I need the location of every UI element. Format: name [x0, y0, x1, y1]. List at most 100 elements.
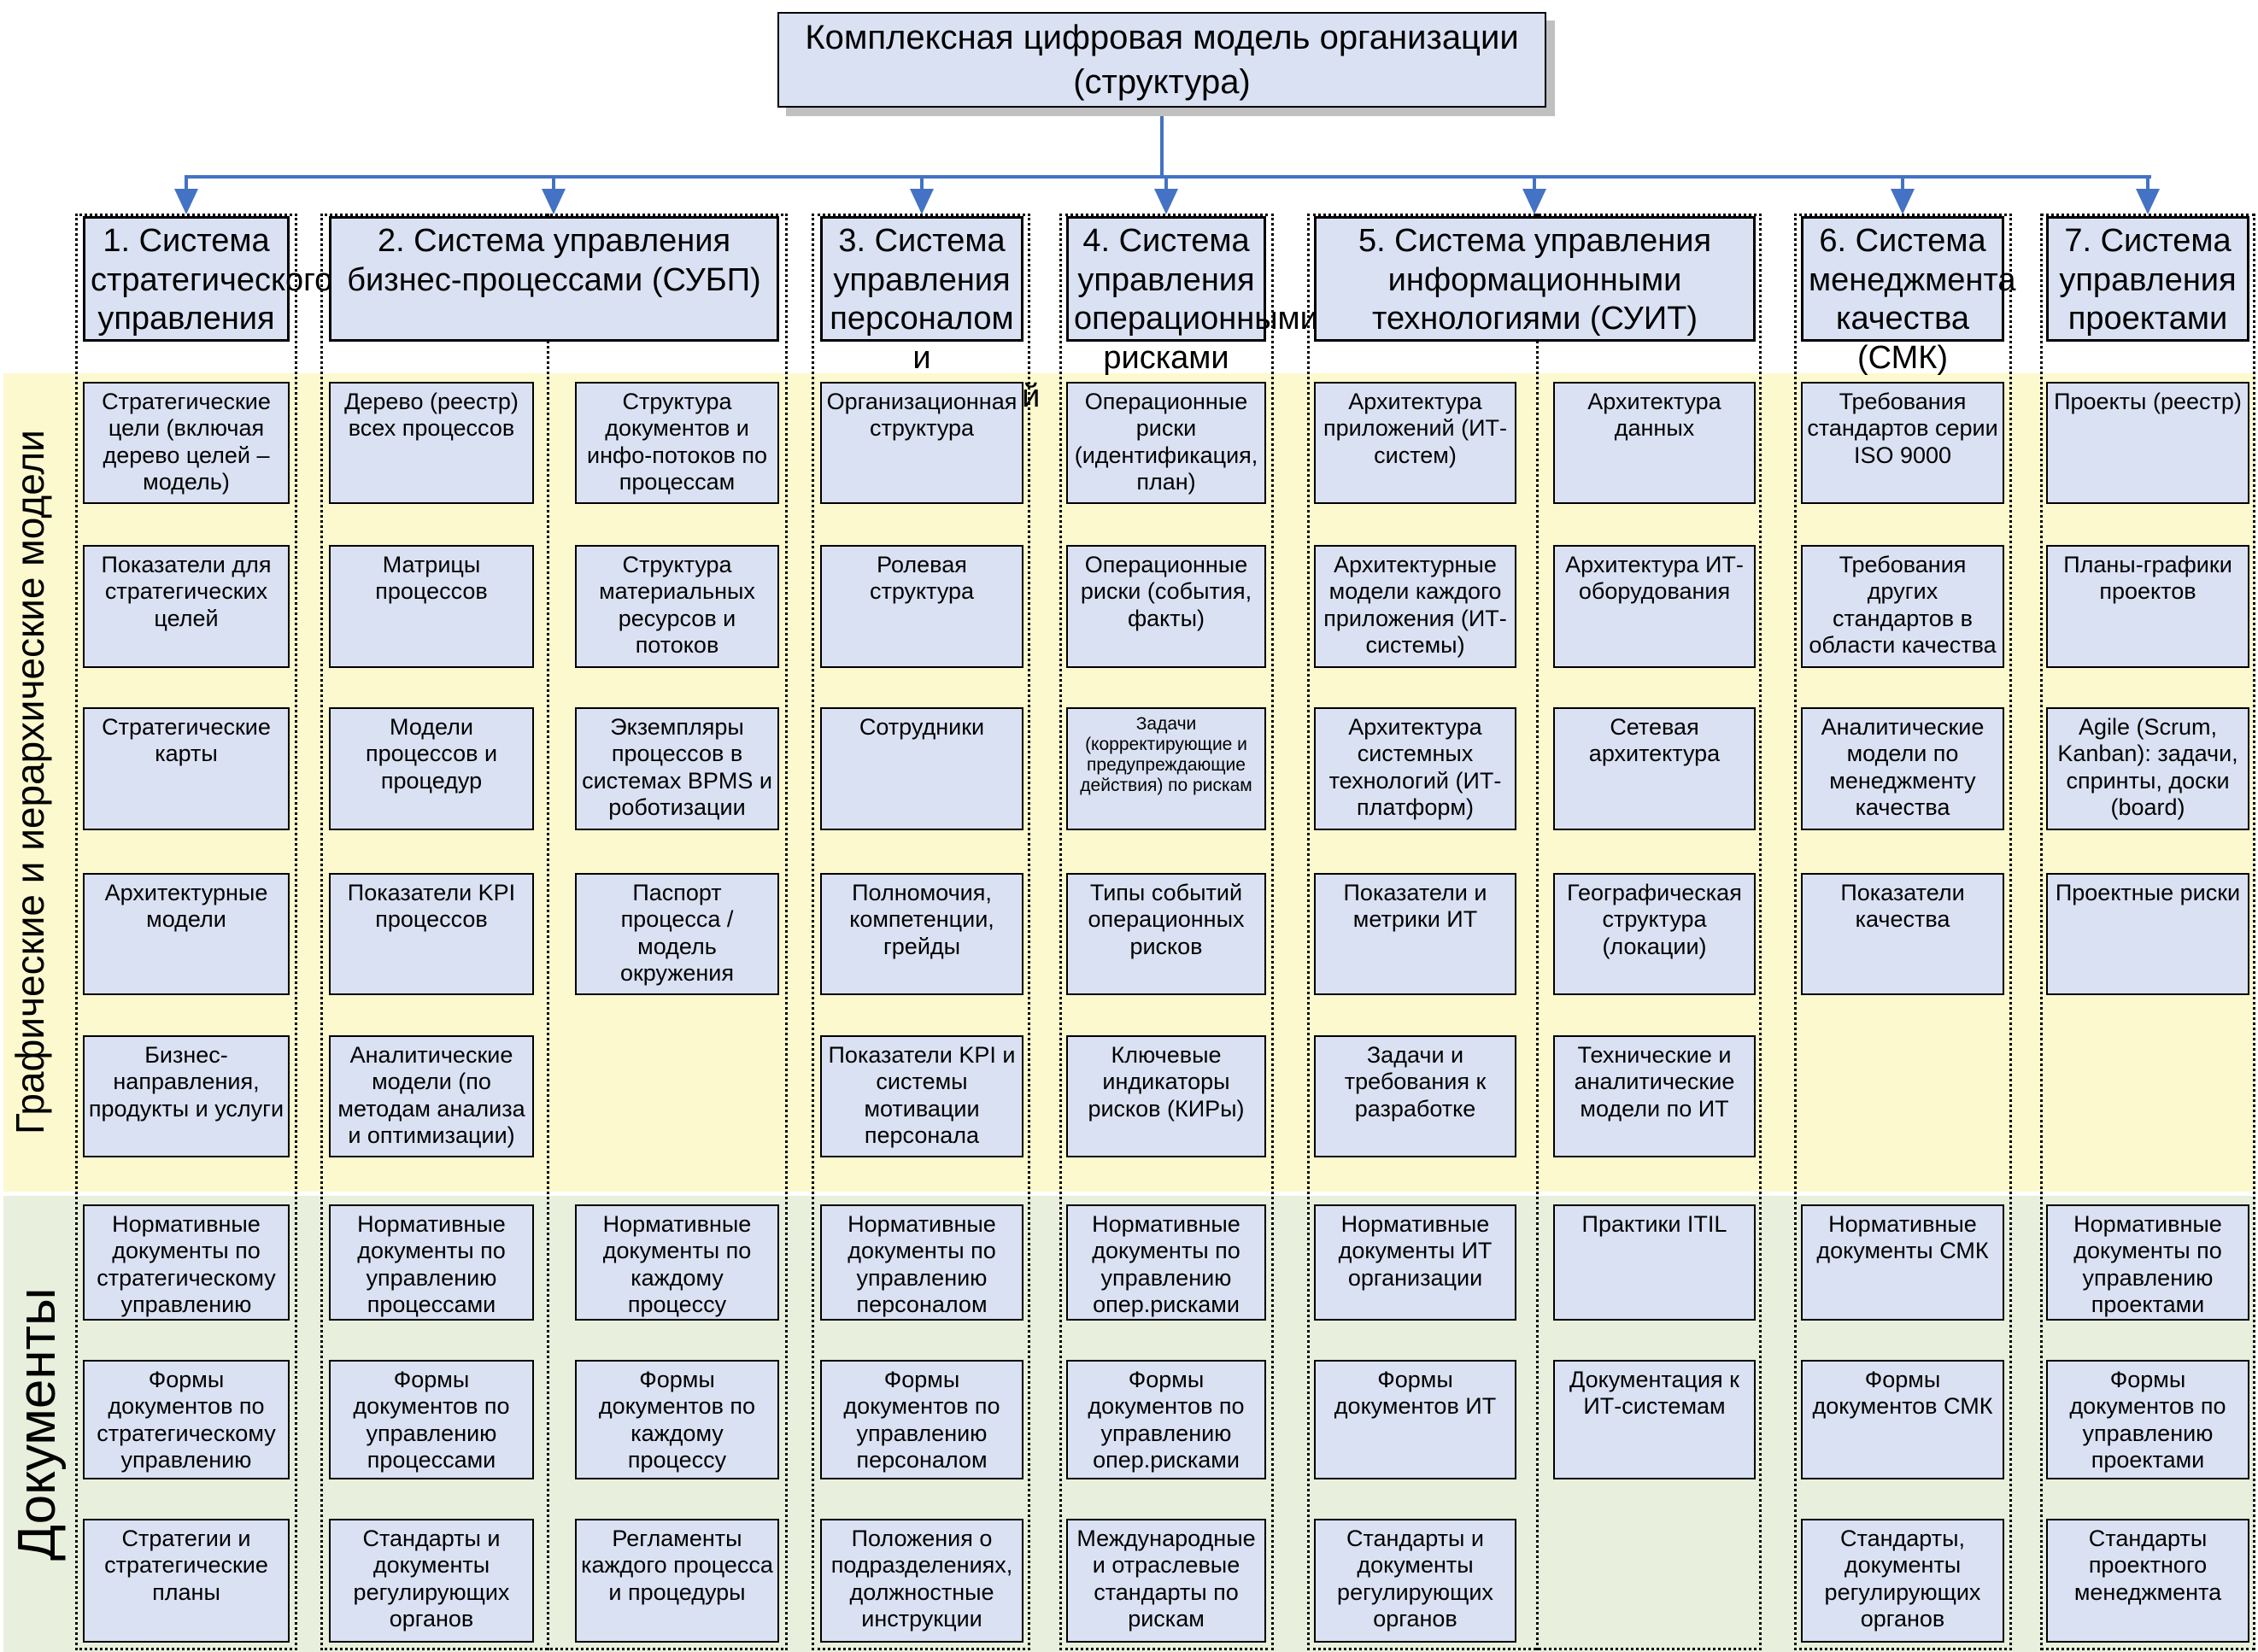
model-box: Бизнес-направления, продукты и услуги: [83, 1035, 290, 1157]
model-box: Проекты (реестр): [2046, 382, 2249, 504]
model-box: Сетевая архитектура: [1553, 707, 1756, 830]
group-outline-6: [1794, 214, 2012, 1650]
document-box: Формы документов по управлению персонало…: [820, 1360, 1023, 1479]
model-box: Экземпляры процессов в системах BPMS и р…: [575, 707, 779, 830]
document-box: Документация к ИТ-системам: [1553, 1360, 1756, 1479]
model-box: Структура материальных ресурсов и потоко…: [575, 545, 779, 668]
model-box: Организационная структура: [820, 382, 1023, 504]
model-box: Ролевая структура: [820, 545, 1023, 668]
group-5-header: 5. Система управления информационными те…: [1314, 216, 1756, 342]
model-box: Технические и аналитические модели по ИТ: [1553, 1035, 1756, 1157]
document-box: Нормативные документы ИТ организации: [1314, 1204, 1516, 1321]
model-box: Ключевые индикаторы рисков (КИРы): [1066, 1035, 1266, 1157]
group-2-subcolumn-divider: [547, 214, 549, 1650]
document-box: Формы документов по управлению процессам…: [329, 1360, 534, 1479]
group-2-header: 2. Система управления бизнес-процессами …: [329, 216, 779, 342]
model-box: Модели процессов и процедур: [329, 707, 534, 830]
connector-drop-5: [1533, 177, 1536, 190]
model-box: Структура документов и инфо-потоков по п…: [575, 382, 779, 504]
model-box: Операционные риски (события, факты): [1066, 545, 1266, 668]
arrowhead-icon-5: [1522, 189, 1546, 214]
group-outline-3: [812, 214, 1030, 1650]
document-box: Нормативные документы СМК: [1801, 1204, 2004, 1321]
group-3-header: 3. Система управления персоналом и оргст…: [820, 216, 1040, 414]
arrowhead-icon-3: [910, 189, 934, 214]
model-box: Архитектура приложений (ИТ-систем): [1314, 382, 1516, 504]
document-box: Нормативные документы по управлению перс…: [820, 1204, 1023, 1321]
connector-drop-3: [920, 177, 924, 190]
connector-drop-7: [2146, 177, 2149, 190]
group-outline-7: [2040, 214, 2255, 1650]
model-box: Требования стандартов серии ISO 9000: [1801, 382, 2004, 504]
document-box: Формы документов по управлению проектами: [2046, 1360, 2249, 1479]
model-box: Паспорт процесса / модель окружения: [575, 873, 779, 995]
arrowhead-icon-4: [1154, 189, 1178, 214]
model-box: Архитектура системных технологий (ИТ-пла…: [1314, 707, 1516, 830]
group-5-subcolumn-divider: [1536, 214, 1539, 1650]
connector-drop-4: [1164, 177, 1168, 190]
model-box: Географическая структура (локации): [1553, 873, 1756, 995]
document-box: Формы документов ИТ: [1314, 1360, 1516, 1479]
model-box: Архитектура ИТ-оборудования: [1553, 545, 1756, 668]
connector-title-stub: [1160, 104, 1164, 179]
model-box: Agile (Scrum, Kanban): задачи, спринты, …: [2046, 707, 2249, 830]
document-box: Формы документов по стратегическому упра…: [83, 1360, 290, 1479]
document-box: Формы документов по каждому процессу: [575, 1360, 779, 1479]
model-box: Архитектурные модели каждого приложения …: [1314, 545, 1516, 668]
document-box: Положения о подразделениях, должностные …: [820, 1519, 1023, 1643]
model-box: Задачи (корректирующие и предупреждающие…: [1066, 707, 1266, 830]
model-box: Типы событий операционных рисков: [1066, 873, 1266, 995]
arrowhead-icon-1: [174, 189, 198, 214]
group-1-header: 1. Система стратегического управления: [83, 216, 332, 342]
document-box: Практики ITIL: [1553, 1204, 1756, 1321]
model-box: Показатели KPI и системы мотивации персо…: [820, 1035, 1023, 1157]
connector-drop-1: [185, 177, 188, 190]
model-box: Аналитические модели (по методам анализа…: [329, 1035, 534, 1157]
model-box: Требования других стандартов в области к…: [1801, 545, 2004, 668]
document-box: Нормативные документы по стратегическому…: [83, 1204, 290, 1321]
model-box: Операционные риски (идентификация, план): [1066, 382, 1266, 504]
model-box: Показатели KPI процессов: [329, 873, 534, 995]
arrowhead-icon-2: [542, 189, 566, 214]
model-box: Проектные риски: [2046, 873, 2249, 995]
document-box: Нормативные документы по управлению опер…: [1066, 1204, 1266, 1321]
model-box: Архитектура данных: [1553, 382, 1756, 504]
group-outline-5: [1307, 214, 1762, 1650]
document-box: Регламенты каждого процесса и процедуры: [575, 1519, 779, 1643]
connector-drop-2: [552, 177, 555, 190]
document-box: Стандарты и документы регулирующих орган…: [1314, 1519, 1516, 1643]
model-box: Показатели для стратегических целей: [83, 545, 290, 668]
document-box: Формы документов по управлению опер.риск…: [1066, 1360, 1266, 1479]
model-box: Матрицы процессов: [329, 545, 534, 668]
connector-rail: [185, 175, 2151, 179]
document-box: Нормативные документы по управлению проц…: [329, 1204, 534, 1321]
model-box: Показатели и метрики ИТ: [1314, 873, 1516, 995]
document-box: Стандарты проектного менеджмента: [2046, 1519, 2249, 1643]
group-outline-1: [75, 214, 297, 1650]
model-box: Дерево (реестр) всех процессов: [329, 382, 534, 504]
model-box: Стратегические цели (включая дерево целе…: [83, 382, 290, 504]
document-box: Международные и отраслевые стандарты по …: [1066, 1519, 1266, 1643]
document-box: Стратегии и стратегические планы: [83, 1519, 290, 1643]
model-box: Планы-графики проектов: [2046, 545, 2249, 668]
group-7-header: 7. Система управления проектами: [2046, 216, 2249, 342]
model-box: Полномочия, компетенции, грейды: [820, 873, 1023, 995]
model-box: Сотрудники: [820, 707, 1023, 830]
group-4-header: 4. Система управления операционными риск…: [1066, 216, 1318, 376]
model-box: Показатели качества: [1801, 873, 2004, 995]
connector-drop-6: [1901, 177, 1904, 190]
document-box: Стандарты, документы регулирующих органо…: [1801, 1519, 2004, 1643]
group-outline-4: [1059, 214, 1274, 1650]
model-box: Задачи и требования к разработке: [1314, 1035, 1516, 1157]
diagram-title: Комплексная цифровая модель организации …: [777, 12, 1546, 108]
arrowhead-icon-6: [1891, 189, 1915, 214]
model-box: Архитектурные модели: [83, 873, 290, 995]
document-box: Нормативные документы по управлению прое…: [2046, 1204, 2249, 1321]
arrowhead-icon-7: [2136, 189, 2160, 214]
group-6-header: 6. Система менеджмента качества (СМК): [1801, 216, 2016, 376]
models-band-label: Графические и иерархические модели: [8, 430, 52, 1135]
document-box: Стандарты и документы регулирующих орган…: [329, 1519, 534, 1643]
document-box: Формы документов СМК: [1801, 1360, 2004, 1479]
model-box: Стратегические карты: [83, 707, 290, 830]
